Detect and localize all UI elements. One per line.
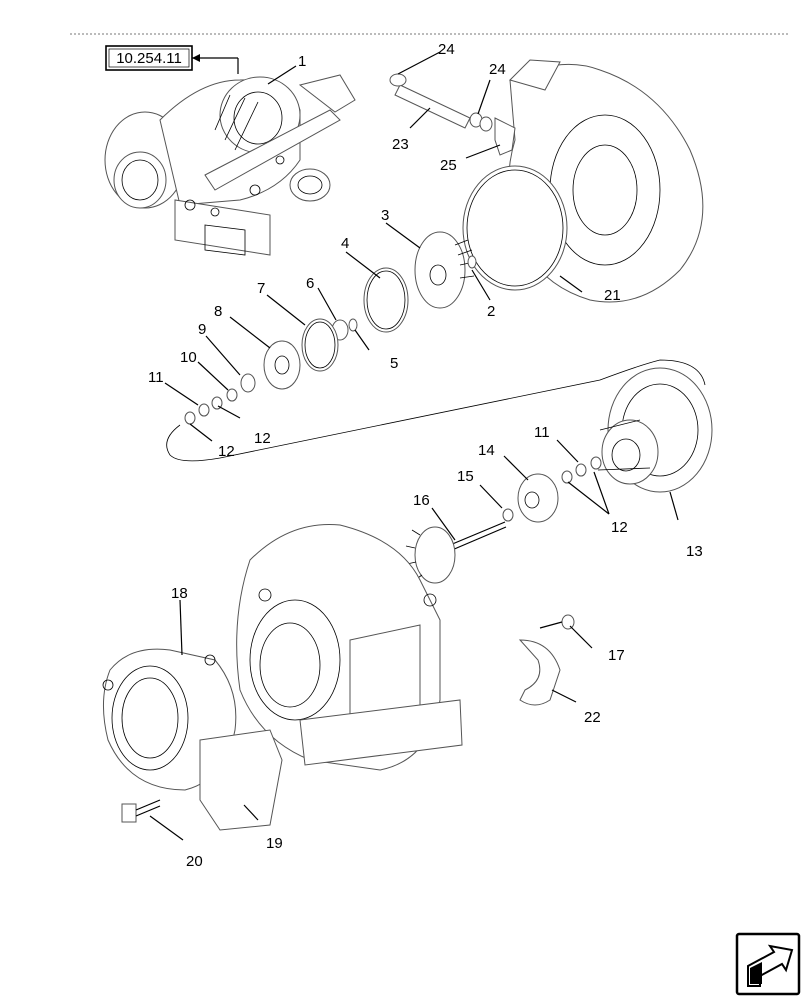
bearing-housing bbox=[597, 367, 713, 493]
callout-20: 20 bbox=[186, 853, 203, 870]
callout-4: 4 bbox=[341, 235, 349, 252]
ring-left-b bbox=[198, 403, 210, 417]
bolt bbox=[121, 799, 161, 823]
callout-22: 22 bbox=[584, 709, 601, 726]
callout-11-left: 11 bbox=[148, 369, 164, 386]
clamp-plate bbox=[518, 639, 561, 706]
callout-24-top: 24 bbox=[438, 41, 455, 58]
callout-15: 15 bbox=[457, 468, 474, 485]
piston-ring bbox=[502, 508, 514, 522]
ring-right-b bbox=[575, 463, 587, 477]
turbine-housing bbox=[236, 523, 463, 771]
callout-labels: 1 2 3 4 5 6 7 8 9 10 11 12 12 13 14 11 1… bbox=[148, 41, 703, 870]
reference-link[interactable]: 10.254.11 bbox=[105, 45, 239, 74]
assembly-guide-line bbox=[166, 359, 706, 462]
screw bbox=[539, 614, 575, 630]
sleeve-ring bbox=[348, 318, 358, 332]
callout-24-mid: 24 bbox=[489, 61, 506, 78]
wheel-nut bbox=[467, 255, 477, 269]
retaining-ring bbox=[301, 318, 339, 372]
callout-8: 8 bbox=[214, 303, 222, 320]
callout-11-right: 11 bbox=[534, 424, 550, 441]
turbocharger-assembly bbox=[104, 74, 356, 256]
reference-label: 10.254.11 bbox=[116, 50, 182, 67]
thrust-bearing bbox=[240, 373, 256, 393]
callout-12-upper: 12 bbox=[254, 430, 271, 447]
leader-lines bbox=[149, 51, 679, 841]
ring-right-a bbox=[590, 456, 602, 470]
callout-17: 17 bbox=[608, 647, 625, 664]
callout-7: 7 bbox=[257, 280, 265, 297]
callout-13: 13 bbox=[686, 543, 703, 560]
elbow-fitting bbox=[494, 117, 516, 156]
callout-21: 21 bbox=[604, 287, 621, 304]
callout-16: 16 bbox=[413, 492, 430, 509]
callout-2: 2 bbox=[487, 303, 495, 320]
callout-23: 23 bbox=[392, 136, 409, 153]
ring-left-c bbox=[184, 411, 196, 425]
heat-shield bbox=[517, 473, 559, 523]
seal-ring bbox=[363, 267, 409, 333]
callout-18: 18 bbox=[171, 585, 188, 602]
gasket bbox=[199, 729, 283, 831]
callout-25: 25 bbox=[440, 157, 457, 174]
oil-pipe bbox=[394, 84, 471, 129]
next-page-arrow-icon[interactable] bbox=[735, 932, 801, 996]
callout-6: 6 bbox=[306, 275, 314, 292]
callout-1: 1 bbox=[298, 53, 306, 70]
callout-12-right: 12 bbox=[611, 519, 628, 536]
callout-3: 3 bbox=[381, 207, 389, 224]
compressor-wheel bbox=[414, 231, 475, 309]
clamp-top bbox=[389, 73, 407, 87]
oil-pipe-assembly bbox=[389, 73, 516, 156]
callout-10: 10 bbox=[180, 349, 197, 366]
ring-right-c bbox=[561, 470, 573, 484]
thrust-plate bbox=[263, 340, 301, 390]
o-ring bbox=[462, 165, 568, 291]
callout-19: 19 bbox=[266, 835, 283, 852]
callout-14: 14 bbox=[478, 442, 495, 459]
callout-5: 5 bbox=[390, 355, 398, 372]
turbine-wheel-shaft bbox=[405, 521, 507, 584]
callout-9: 9 bbox=[198, 321, 206, 338]
callout-12-lower: 12 bbox=[218, 443, 235, 460]
ring-left-a bbox=[211, 396, 223, 410]
washer-left bbox=[226, 388, 238, 402]
